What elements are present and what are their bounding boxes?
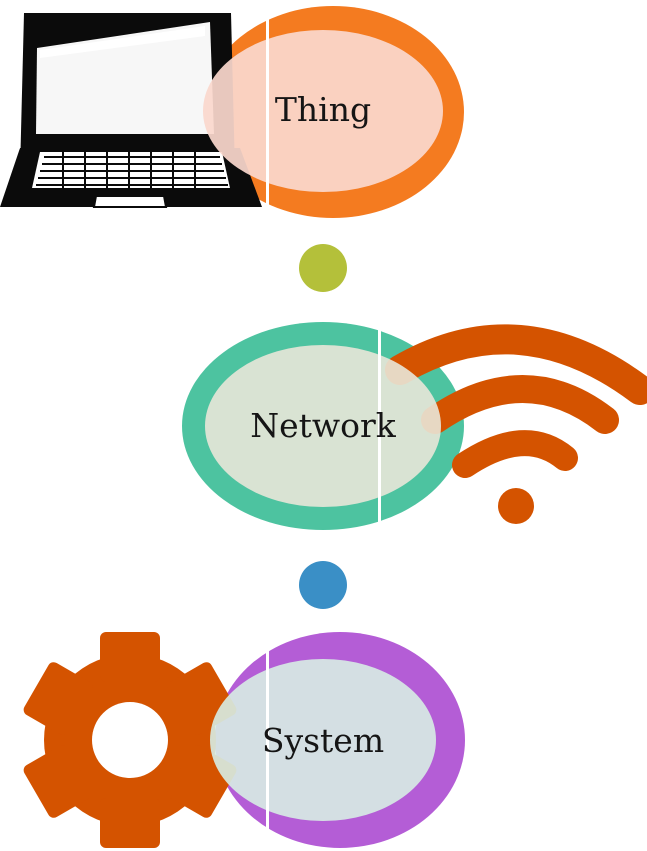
wifi-icon [385,324,647,478]
wifi-dot [498,488,534,524]
network-label: Network [250,406,397,445]
node-network: Network [182,322,647,530]
node-system: System [23,632,465,850]
node-thing: Thing [0,6,464,218]
network-inner [205,345,441,507]
laptop-icon [0,13,262,208]
connector-dot-2 [299,561,347,609]
thing-inner [203,30,443,192]
connector-dot-1 [299,244,347,292]
thing-label: Thing [275,90,371,129]
system-label: System [262,721,384,760]
gear-icon [23,632,237,848]
